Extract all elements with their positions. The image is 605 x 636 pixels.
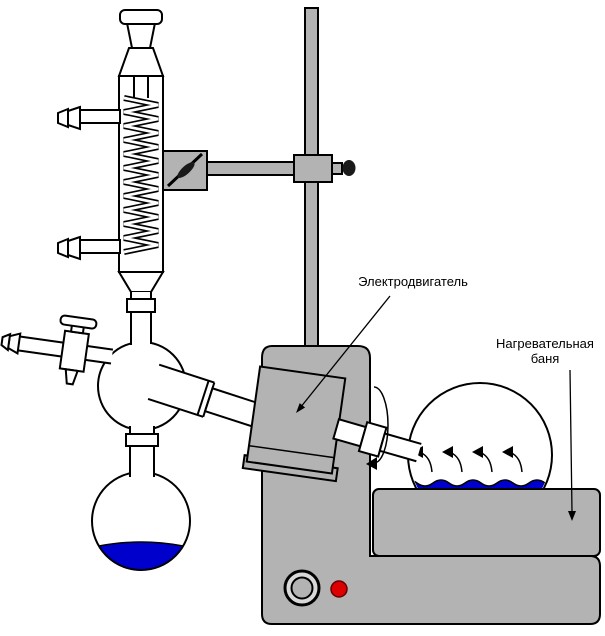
vapor-arrows bbox=[412, 446, 523, 473]
receiving-joint-collar bbox=[125, 433, 159, 447]
vacuum-stopcock-arm bbox=[0, 314, 114, 386]
power-knob-center[interactable] bbox=[290, 576, 314, 600]
heating-bath bbox=[372, 488, 601, 557]
condenser-coil-highlight bbox=[123, 96, 159, 254]
vapor-arrowhead bbox=[442, 446, 453, 458]
receiving-flask-liquid bbox=[97, 541, 185, 571]
clamp-screw-shaft bbox=[331, 162, 343, 175]
bath-label: Нагревательная баня bbox=[486, 336, 604, 367]
clamp-screw-knob[interactable] bbox=[342, 160, 356, 176]
clamp-wing-screw[interactable] bbox=[175, 160, 197, 181]
bath-label-line2: баня bbox=[530, 351, 560, 367]
condenser-stopper bbox=[125, 22, 157, 49]
condenser-joint-cone bbox=[117, 47, 165, 77]
condenser-stopper-top bbox=[119, 9, 163, 25]
base-unit bbox=[261, 345, 601, 625]
vapor-arrowhead bbox=[502, 446, 513, 458]
hose-barb-upper bbox=[57, 105, 121, 131]
receiving-flask bbox=[91, 424, 191, 571]
stopcock-hose-barb-tip bbox=[0, 332, 12, 352]
rod-clamp bbox=[293, 154, 333, 183]
stopcock-body bbox=[58, 329, 90, 373]
vapor-arrowhead bbox=[472, 446, 483, 458]
rotary-tube-right bbox=[332, 418, 422, 463]
rotation-arrow bbox=[366, 386, 389, 470]
condenser-clamp bbox=[162, 150, 208, 191]
condenser-bottom-cone bbox=[117, 271, 165, 293]
motor-block bbox=[241, 365, 347, 483]
bath-label-line1: Нагревательная bbox=[496, 336, 594, 351]
stopcock-outlet bbox=[64, 368, 79, 386]
indicator-light bbox=[330, 580, 348, 598]
hose-barb-lower bbox=[57, 235, 121, 261]
motor-label: Электродвигатель bbox=[358, 274, 468, 289]
bulb-joint-collar bbox=[126, 298, 156, 313]
condenser bbox=[57, 9, 208, 293]
bath-label-arrow bbox=[568, 369, 576, 521]
support-clamp-assembly bbox=[199, 154, 356, 183]
stopcock-handle[interactable] bbox=[59, 314, 98, 330]
motor-seam bbox=[248, 444, 335, 459]
motor-label-arrow bbox=[296, 295, 391, 413]
